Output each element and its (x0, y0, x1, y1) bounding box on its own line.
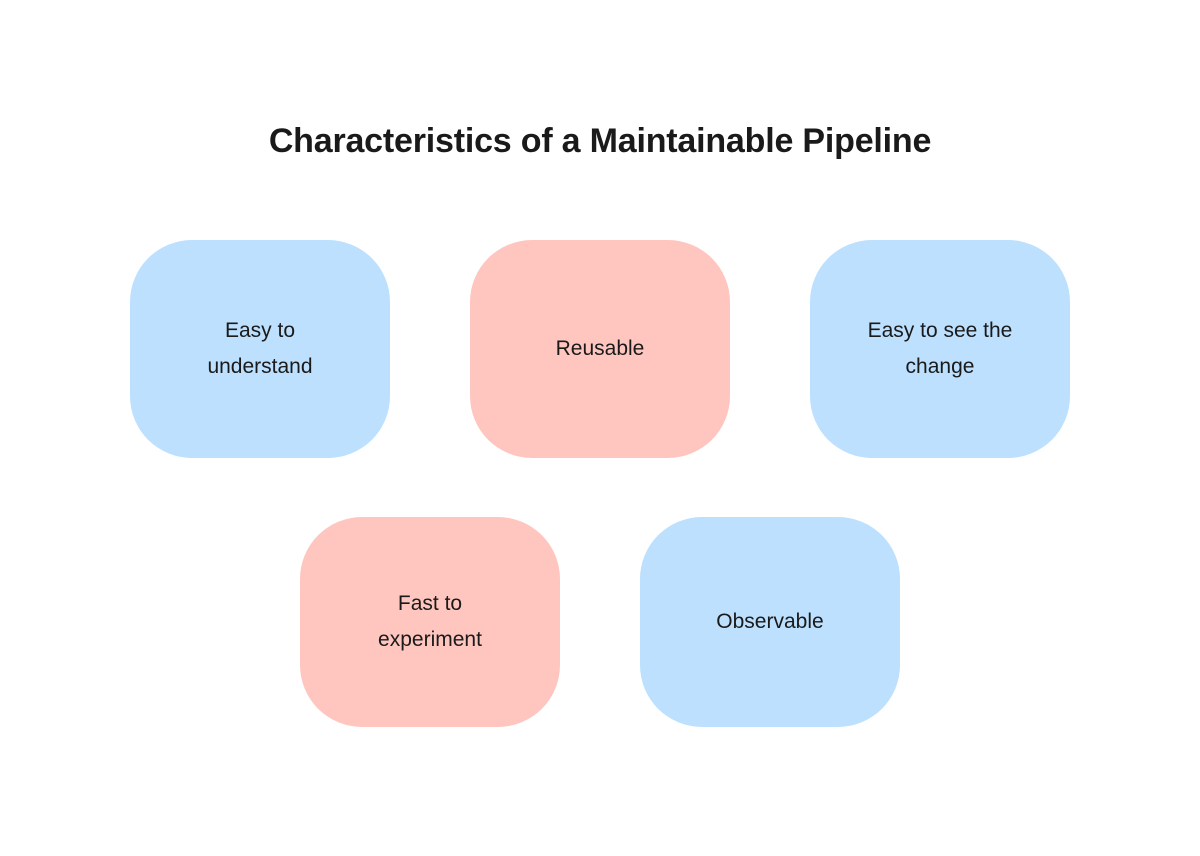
node-label: Easy to see the change (867, 319, 1013, 378)
characteristic-node-easy-to-see-the-change[interactable]: Easy to see the change (810, 240, 1070, 458)
characteristic-node-fast-to-experiment[interactable]: Fast to experiment (300, 517, 560, 727)
characteristic-node-reusable[interactable]: Reusable (470, 240, 730, 458)
characteristic-node-easy-to-understand[interactable]: Easy to understand (130, 240, 390, 458)
node-label: Reusable (555, 337, 645, 360)
node-label: Observable (716, 610, 824, 633)
characteristic-node-observable[interactable]: Observable (640, 517, 900, 727)
page-title: Characteristics of a Maintainable Pipeli… (268, 122, 932, 160)
node-label: Easy to understand (207, 319, 313, 378)
node-label: Fast to experiment (378, 592, 482, 651)
